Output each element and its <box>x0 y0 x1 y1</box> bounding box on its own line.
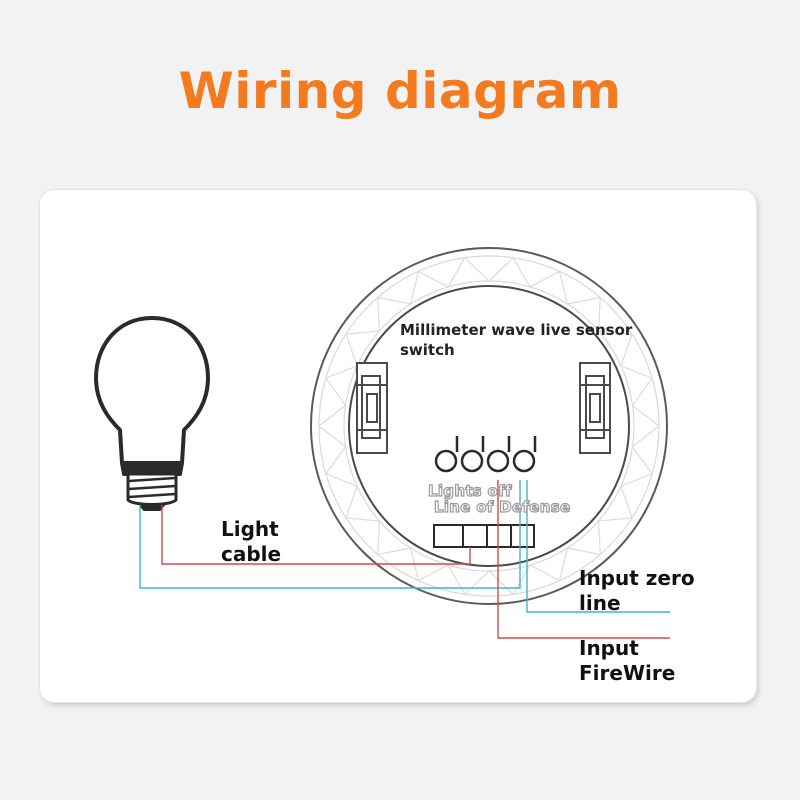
terminal-block <box>433 436 537 548</box>
input-firewire-wire <box>497 480 670 639</box>
input-zero-line-label: Input zero line <box>579 566 695 615</box>
diagram-title: Wiring diagram <box>178 62 622 120</box>
sensor-label: Millimeter wave live sensor switch <box>400 320 640 360</box>
lights-off-label: Lights off <box>427 481 512 500</box>
light-cable-wire <box>161 505 471 565</box>
line-of-defense-label: Line of Defense <box>433 497 571 516</box>
ring-zigzag-line <box>318 256 660 596</box>
neutral-wire-to-bulb <box>139 480 521 589</box>
terminal-1 <box>434 436 459 473</box>
sensor-label-line1: Millimeter wave live sensor <box>400 321 633 339</box>
light-cable-label: Light cable <box>221 517 282 566</box>
terminal-4 <box>512 436 537 473</box>
terminal-2 <box>460 436 485 473</box>
input-zero-line-wire <box>526 480 670 613</box>
input-firewire-label: Input FireWire <box>579 636 676 685</box>
ring-pattern <box>318 256 660 596</box>
light-bulb-icon <box>94 316 210 511</box>
right-clip <box>579 362 611 454</box>
sensor-switch-body <box>310 247 668 605</box>
terminal-3 <box>486 436 511 473</box>
sensor-label-line2: switch <box>400 341 455 359</box>
left-clip <box>356 362 388 454</box>
